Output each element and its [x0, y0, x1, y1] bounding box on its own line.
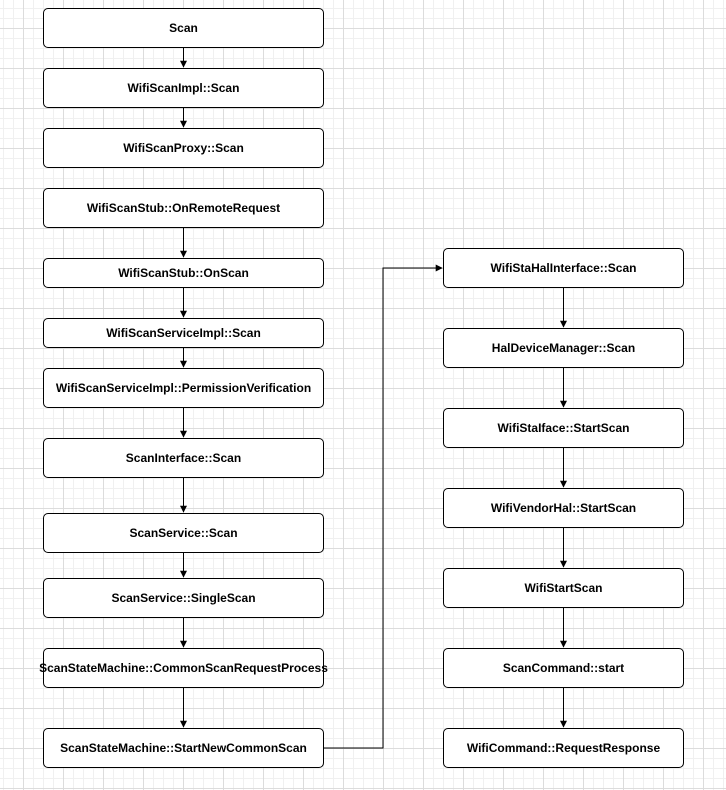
node-label: WifiStaHalInterface::Scan [490, 261, 637, 275]
node-wifi-command-request-response[interactable]: WifiCommand::RequestResponse [443, 728, 684, 768]
node-label: ScanStateMachine::CommonScanRequestProce… [39, 661, 328, 675]
node-wifi-scan-service-impl-scan[interactable]: WifiScanServiceImpl::Scan [43, 318, 324, 348]
node-wifi-scan-stub-on-scan[interactable]: WifiScanStub::OnScan [43, 258, 324, 288]
node-scan[interactable]: Scan [43, 8, 324, 48]
node-wifi-vendor-hal-start-scan[interactable]: WifiVendorHal::StartScan [443, 488, 684, 528]
node-label: WifiScanStub::OnRemoteRequest [86, 201, 281, 215]
node-label: WifiCommand::RequestResponse [466, 741, 661, 755]
node-wifi-sta-iface-start-scan[interactable]: WifiStaIface::StartScan [443, 408, 684, 448]
node-label: WifiScanServiceImpl::PermissionVerificat… [55, 381, 312, 395]
node-label: ScanStateMachine::StartNewCommonScan [60, 741, 307, 755]
node-wifi-scan-proxy-scan[interactable]: WifiScanProxy::Scan [43, 128, 324, 168]
node-label: WifiStaIface::StartScan [497, 421, 630, 435]
node-label: Scan [169, 21, 198, 35]
node-label: WifiVendorHal::StartScan [490, 501, 637, 515]
node-scan-interface-scan[interactable]: ScanInterface::Scan [43, 438, 324, 478]
node-scan-service-single-scan[interactable]: ScanService::SingleScan [43, 578, 324, 618]
node-scan-command-start[interactable]: ScanCommand::start [443, 648, 684, 688]
node-label: ScanCommand::start [502, 661, 625, 675]
node-common-scan-request-process[interactable]: ScanStateMachine::CommonScanRequestProce… [39, 648, 328, 688]
node-label: WifiScanImpl::Scan [127, 81, 240, 95]
node-wifi-scan-impl-scan[interactable]: WifiScanImpl::Scan [43, 68, 324, 108]
node-hal-device-manager-scan[interactable]: HalDeviceManager::Scan [443, 328, 684, 368]
node-label: ScanService::SingleScan [111, 591, 256, 605]
node-label: WifiScanServiceImpl::Scan [106, 326, 261, 340]
node-label: WifiScanStub::OnScan [118, 266, 249, 280]
edge-start-new-to-sta-hal [324, 264, 443, 749]
node-label: WifiStartScan [524, 581, 603, 595]
node-permission-verification[interactable]: WifiScanServiceImpl::PermissionVerificat… [43, 368, 324, 408]
node-wifi-start-scan[interactable]: WifiStartScan [443, 568, 684, 608]
node-start-new-common-scan[interactable]: ScanStateMachine::StartNewCommonScan [43, 728, 324, 768]
node-label: HalDeviceManager::Scan [491, 341, 636, 355]
node-wifi-sta-hal-interface-scan[interactable]: WifiStaHalInterface::Scan [443, 248, 684, 288]
node-label: WifiScanProxy::Scan [123, 141, 244, 155]
node-label: ScanService::Scan [129, 526, 238, 540]
node-wifi-scan-stub-on-remote-request[interactable]: WifiScanStub::OnRemoteRequest [43, 188, 324, 228]
node-label: ScanInterface::Scan [125, 451, 242, 465]
node-scan-service-scan[interactable]: ScanService::Scan [43, 513, 324, 553]
